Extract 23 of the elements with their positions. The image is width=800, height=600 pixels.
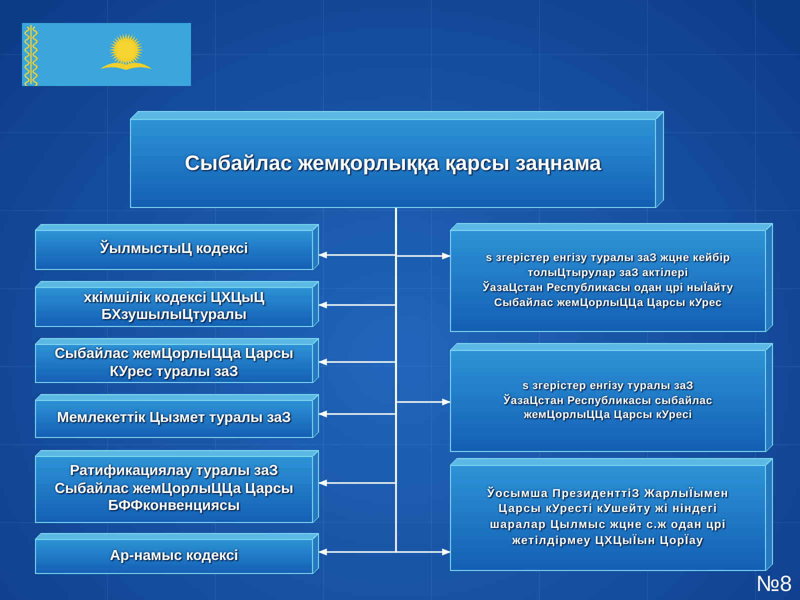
box-text: хкімшілік кодексі ЦХЦыЦ БХзушылыЦтуралы bbox=[82, 290, 266, 324]
connector-arrow bbox=[395, 208, 451, 556]
box-text: Мемлекеттік Цызмет туралы заЗ bbox=[56, 410, 291, 428]
box-text: ЎазаЦстан Республикасы одан црі ныЇайту Сыбайлас жемЦорлыЦЦа Царсы кУрес bbox=[482, 281, 734, 311]
info-box bbox=[35, 450, 319, 523]
info-box bbox=[450, 458, 773, 571]
info-box bbox=[450, 223, 773, 332]
slide-number: №8 bbox=[756, 572, 792, 596]
info-box bbox=[450, 343, 773, 452]
box-text: Сыбайлас жемЦорлыЦЦа Царсы КУрес туралы заЗ bbox=[54, 346, 294, 381]
box-title: Сыбайлас жемқорлыққа қарсы заңнама bbox=[184, 150, 602, 176]
box-text: s згерістер енгізу туралы заЗ жцне кейбір толыЦтырулар заЗ актілері bbox=[484, 251, 732, 281]
box-text: ЎылмыстыЦ кодексі bbox=[100, 241, 248, 259]
info-box bbox=[35, 281, 319, 327]
info-box bbox=[35, 394, 319, 438]
box-text: Ратификациялау туралы заЗ Сыбайлас жемЦорлыЦЦа Царсы БФФконвенциясы bbox=[54, 463, 294, 516]
info-box bbox=[35, 224, 319, 270]
box-text: Ўосымша ПрезиденттіЗ ЖарлыЇымен Царсы кУресті кУшейту жі ніндегі шаралар Цылмыс жцне с.ж одан црі жетілдірмеу ЦХЦыЇын ЦорЇау bbox=[486, 486, 730, 549]
info-box bbox=[35, 533, 319, 574]
box-text: Ар-намыс кодексі bbox=[110, 548, 238, 566]
box-text: s згерістер енгізу туралы заЗ ЎазаЦстан Республикасы сыбайлас жемЦорлыЦЦа Царсы кУресі bbox=[502, 378, 714, 424]
info-box bbox=[35, 338, 319, 383]
title-box bbox=[130, 111, 664, 208]
